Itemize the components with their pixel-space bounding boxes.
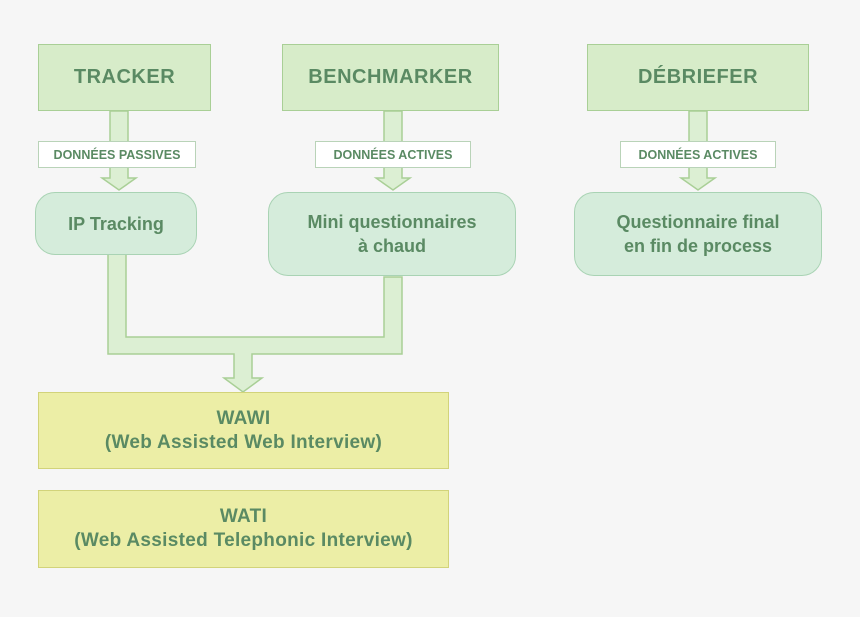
output-subtitle: (Web Assisted Telephonic Interview) <box>74 530 413 551</box>
process-line: en fin de process <box>623 236 773 256</box>
source-box-benchmarker: BENCHMARKER <box>282 44 499 111</box>
output-box-wawi: WAWI (Web Assisted Web Interview) <box>38 392 449 469</box>
source-box-tracker: TRACKER <box>38 44 211 111</box>
source-title: DÉBRIEFER <box>637 66 759 88</box>
process-line: à chaud <box>357 236 427 256</box>
process-box-mini-questionnaires: Mini questionnaires à chaud <box>268 192 516 276</box>
source-box-debriefer: DÉBRIEFER <box>587 44 809 111</box>
source-title: BENCHMARKER <box>308 66 473 88</box>
data-type-tag-tracker: DONNÉES PASSIVES <box>38 141 196 168</box>
output-title: WAWI <box>216 407 271 429</box>
data-type-tag-debriefer: DONNÉES ACTIVES <box>620 141 776 168</box>
output-subtitle: (Web Assisted Web Interview) <box>104 431 383 453</box>
process-line: Questionnaire final <box>616 212 780 232</box>
process-line: Mini questionnaires <box>307 212 477 232</box>
output-box-wati: WATI (Web Assisted Telephonic Interview) <box>38 490 449 568</box>
output-title: WATI <box>219 506 268 527</box>
process-box-ip-tracking: IP Tracking <box>35 192 197 255</box>
data-type-tag-benchmarker: DONNÉES ACTIVES <box>315 141 471 168</box>
merge-connector-to-wawi <box>107 242 403 393</box>
process-box-questionnaire-final: Questionnaire final en fin de process <box>574 192 822 276</box>
process-line: IP Tracking <box>68 213 164 234</box>
source-title: TRACKER <box>73 66 176 88</box>
